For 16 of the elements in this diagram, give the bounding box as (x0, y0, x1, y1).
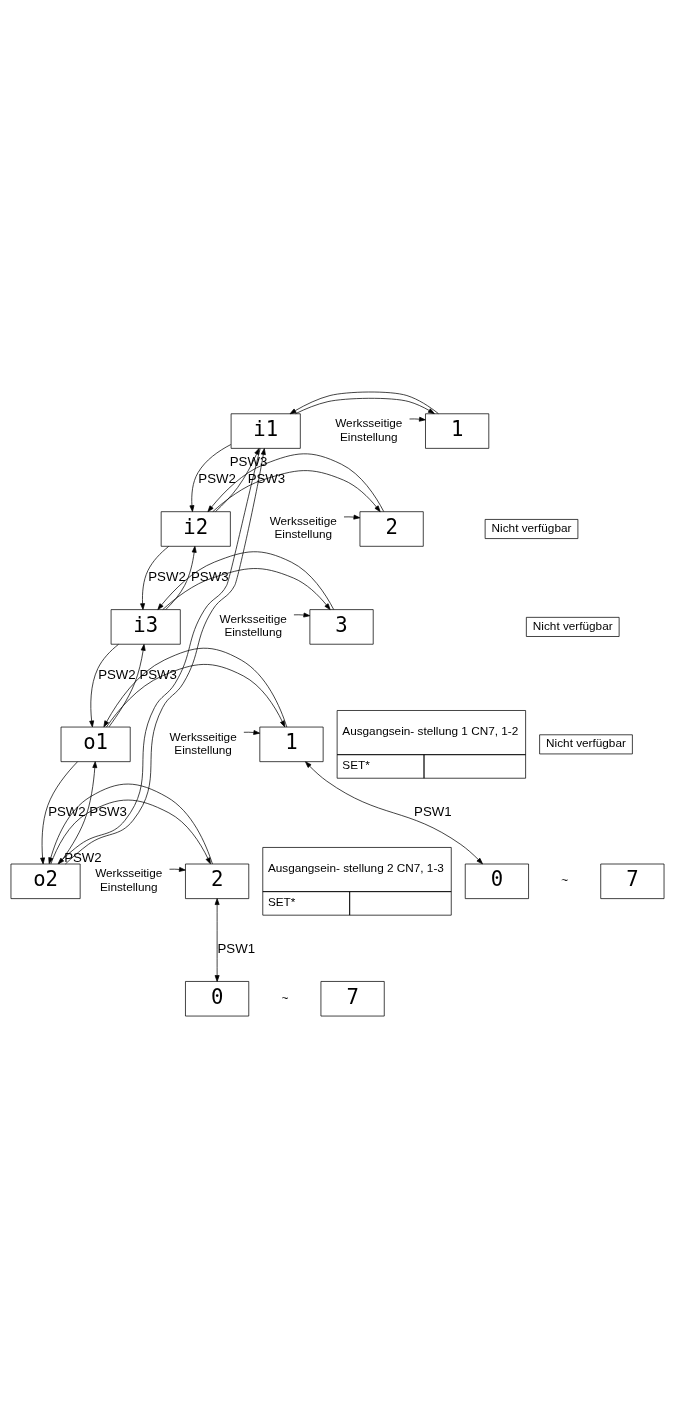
node-text: Werksseitige Einstellung (335, 415, 403, 442)
node-text: Werksseitige Einstellung (219, 611, 287, 638)
edge-label: PSW2 (198, 470, 236, 486)
edge-label: PSW2 (148, 568, 186, 584)
node-text: Werksseitige Einstellung (169, 729, 237, 756)
edge-label: PSW1 (217, 940, 256, 956)
node-text: Werksseitige Einstellung (95, 865, 163, 893)
label: ~ (561, 872, 569, 886)
node-text: Werksseitige Einstellung (269, 513, 337, 540)
edge-label: PSW2 (64, 849, 102, 865)
edge-label: PSW3 (229, 453, 268, 469)
label: ~ (281, 990, 289, 1004)
edge-label: PSW1 (414, 803, 452, 819)
edge-label: PSW2 (98, 666, 136, 682)
edge-label: PSW3 (89, 803, 127, 819)
edge-label: PSW2 (48, 803, 86, 819)
